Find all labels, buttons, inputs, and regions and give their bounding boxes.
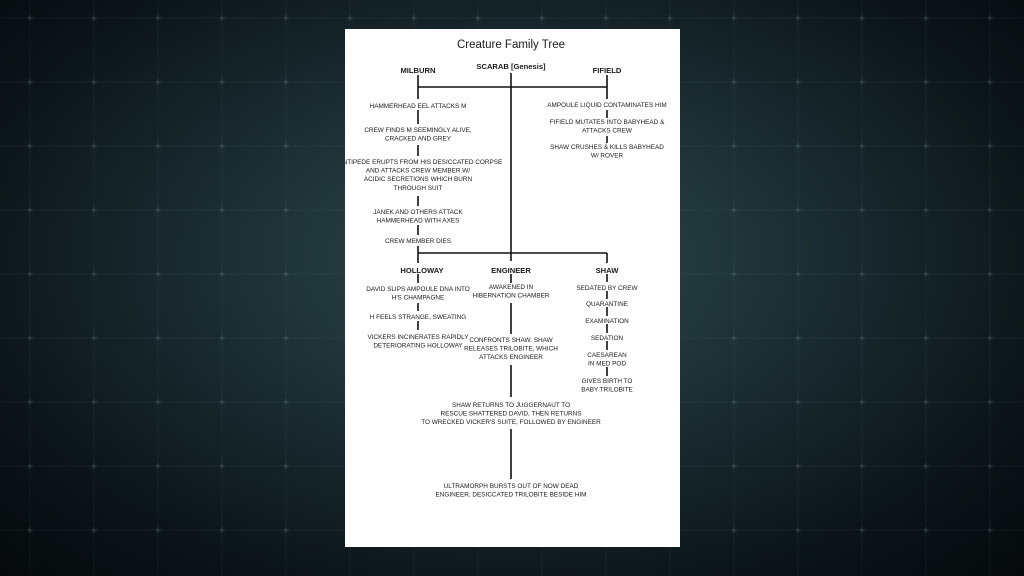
branch-header-shaw: SHAW (596, 266, 620, 275)
branch-header-milburn: MILBURN (400, 66, 435, 75)
event-node-fifield-1: AMPOULE LIQUID CONTAMINATES HIM (547, 102, 666, 109)
branch-header-fifield: FIFIELD (593, 66, 622, 75)
family-tree-diagram: Creature Family Tree SCARAB [Genesis] MI… (345, 39, 667, 499)
event-node-shaw-3: EXAMINATION (585, 318, 629, 325)
event-node-milburn-5: CREW MEMBER DIES (385, 238, 451, 245)
event-node-holloway-2: H FEELS STRANGE, SWEATING (370, 314, 466, 321)
tree-connectors (417, 73, 608, 479)
event-node-fifield-2: FIFIELD MUTATES INTO BABYHEAD &ATTACKS C… (550, 119, 665, 135)
event-node-milburn-3: CENTIPEDE ERUPTS FROM HIS DESICCATED COR… (345, 159, 502, 192)
event-node-milburn-1: HAMMERHEAD EEL ATTACKS M (370, 103, 467, 110)
event-node-shaw-1: SEDATED BY CREW (576, 285, 638, 292)
event-nodes: HAMMERHEAD EEL ATTACKS M CREW FINDS M SEE… (345, 102, 667, 499)
event-node-shaw-4: SEDATION (591, 335, 624, 342)
branch-header-holloway: HOLLOWAY (400, 266, 443, 275)
family-tree-panel: Creature Family Tree SCARAB [Genesis] MI… (345, 29, 680, 547)
event-node-shaw-2: QUARANTINE (586, 301, 628, 308)
branch-header-engineer: ENGINEER (491, 266, 531, 275)
diagram-title: Creature Family Tree (457, 39, 565, 51)
root-node-scarab: SCARAB [Genesis] (476, 62, 546, 71)
event-node-milburn-2: CREW FINDS M SEEMINGLY ALIVE,CRACKED AND… (364, 127, 472, 143)
